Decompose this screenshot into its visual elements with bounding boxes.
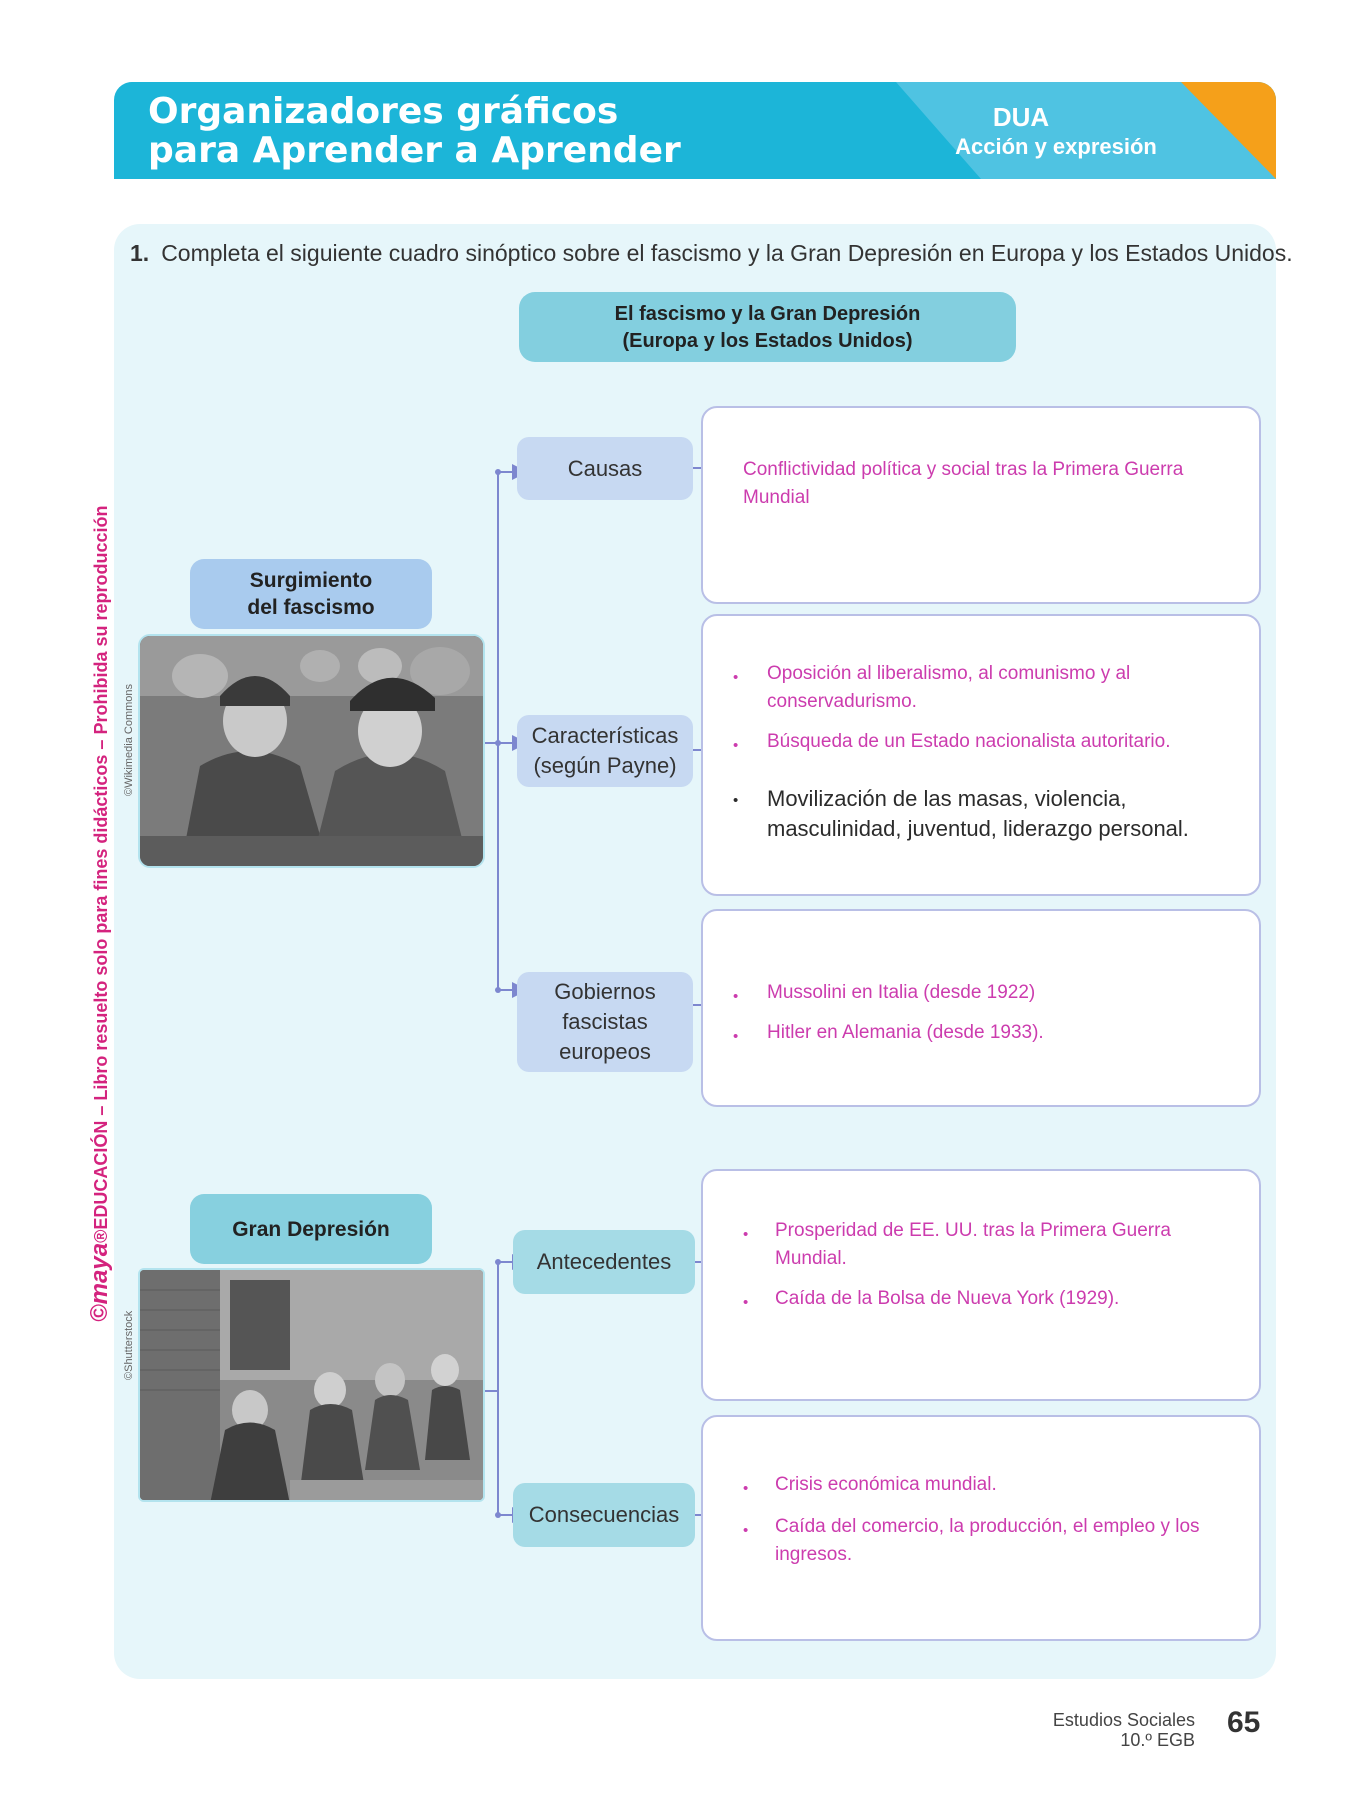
consecuencias-item-1: Crisis económica mundial. [775, 1474, 997, 1495]
gobiernos-item-1: Mussolini en Italia (desde 1922) [767, 982, 1036, 1003]
diagram-title-line2: (Europa y los Estados Unidos) [622, 330, 913, 352]
fascism-photo-image [140, 636, 483, 866]
diagram-title-line1: El fascismo y la Gran Depresión [614, 303, 921, 325]
bullet-icon: • [733, 1028, 739, 1045]
bullet-icon: • [743, 1226, 749, 1243]
bullet-icon: • [743, 1294, 749, 1311]
depression-label: Gran Depresión [190, 1194, 432, 1264]
antecedentes-item-1: Prosperidad de EE. UU. tras la Primera G… [775, 1220, 1171, 1269]
antecedentes-item-2: Caída de la Bolsa de Nueva York (1929). [775, 1288, 1120, 1309]
caracteristicas-item-1: Oposición al liberalismo, al comunismo y… [767, 663, 1131, 712]
bullet-icon: • [733, 737, 739, 754]
antecedentes-answer-box: • Prosperidad de EE. UU. tras la Primera… [701, 1169, 1261, 1401]
gobiernos-label-line1: Gobiernos [554, 979, 656, 1004]
footer-subject: Estudios Sociales 10.º EGB [1053, 1710, 1195, 1750]
gobiernos-answer-box: • Mussolini en Italia (desde 1922) • Hit… [701, 909, 1261, 1107]
gobiernos-item-2: Hitler en Alemania (desde 1933). [767, 1022, 1044, 1043]
footer-subject-name: Estudios Sociales [1052, 1710, 1195, 1730]
fascism-photo-credit: ©Wikimedia Commons [123, 683, 135, 796]
causas-label: Causas [517, 437, 693, 500]
caracteristicas-label-line2: (según Payne) [533, 753, 677, 778]
caracteristicas-item-2: Búsqueda de un Estado nacionalista autor… [767, 731, 1171, 752]
fascism-label: Surgimiento del fascismo [190, 559, 432, 629]
activity-number: 1. [130, 240, 150, 266]
fascism-label-line2: del fascismo [247, 596, 375, 619]
activity-instruction: 1. Completa el siguiente cuadro sinóptico… [130, 240, 1293, 267]
fascism-label-line1: Surgimiento [249, 569, 373, 592]
dua-badge-shape [896, 82, 1276, 179]
header-banner: Organizadores gráficos para Aprender a A… [114, 82, 1276, 179]
gobiernos-label-line2: fascistas [562, 1009, 648, 1034]
banner-title: Organizadores gráficos para Aprender a A… [148, 91, 681, 171]
antecedentes-label: Antecedentes [513, 1230, 695, 1294]
fascism-photo [138, 634, 485, 868]
depression-photo [138, 1268, 485, 1502]
depression-photo-image [140, 1270, 483, 1500]
gobiernos-label: Gobiernos fascistas europeos [517, 972, 693, 1072]
bullet-icon: • [733, 669, 739, 686]
consecuencias-answer-box: • Crisis económica mundial. • Caída del … [701, 1415, 1261, 1641]
gobiernos-label-line3: europeos [559, 1039, 651, 1064]
bullet-icon: • [743, 1480, 749, 1497]
bullet-icon: • [743, 1522, 749, 1539]
diagram-title: El fascismo y la Gran Depresión (Europa … [519, 292, 1016, 362]
caracteristicas-answer-box: • Oposición al liberalismo, al comunismo… [701, 614, 1261, 896]
caracteristicas-label-line1: Características [531, 723, 679, 748]
caracteristicas-label: Características (según Payne) [517, 715, 693, 787]
consecuencias-item-2: Caída del comercio, la producción, el em… [775, 1516, 1200, 1565]
instruction-text: Completa el siguiente cuadro sinóptico s… [161, 240, 1293, 266]
consecuencias-label: Consecuencias [513, 1483, 695, 1547]
dua-subtitle: Acción y expresión [955, 134, 1157, 159]
dua-badge: DUA Acción y expresión [896, 82, 1276, 179]
dua-title: DUA [992, 102, 1050, 132]
bullet-icon: • [733, 988, 739, 1005]
causas-answer-box: Conflictividad política y social tras la… [701, 406, 1261, 604]
caracteristicas-item-3: Movilización de las masas, violencia, ma… [767, 786, 1189, 841]
causas-answer: Conflictividad política y social tras la… [743, 459, 1184, 508]
footer-grade: 10.º EGB [1120, 1730, 1195, 1750]
depression-photo-credit: ©Shutterstock [123, 1310, 135, 1380]
page-number: 65 [1227, 1706, 1261, 1739]
bullet-icon: • [733, 792, 739, 809]
